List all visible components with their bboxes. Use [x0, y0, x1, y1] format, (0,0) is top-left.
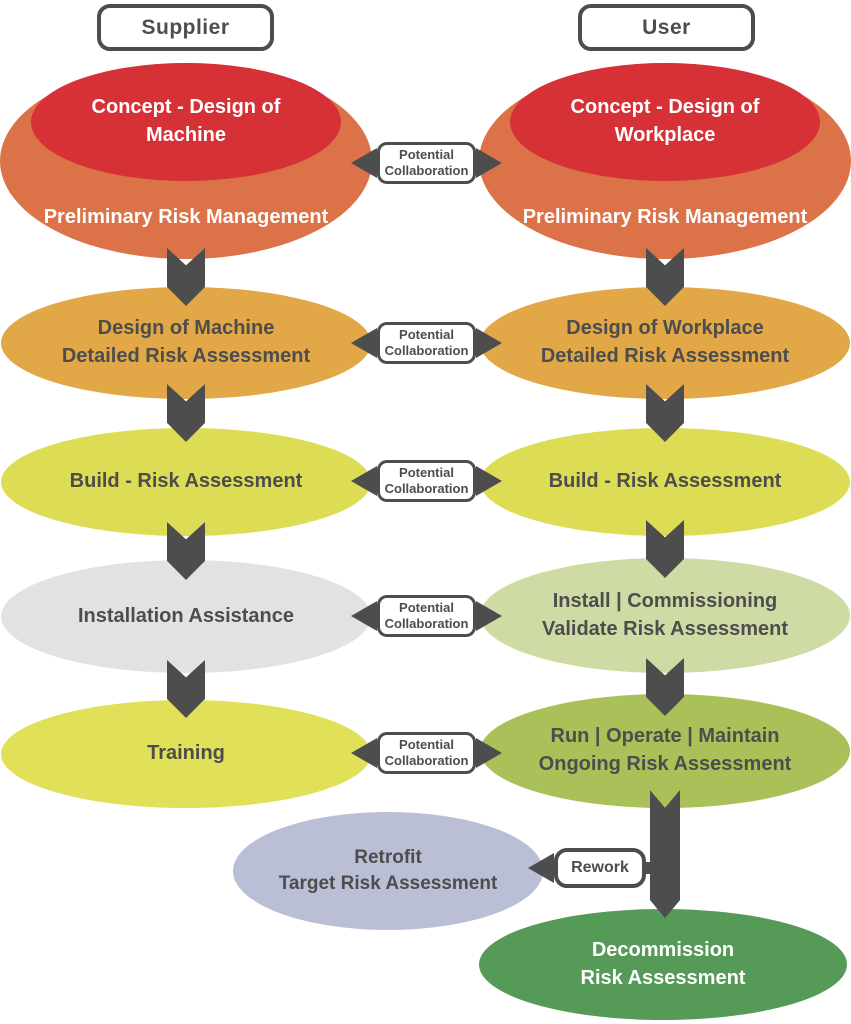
- connector-label-line1: Potential: [399, 465, 454, 481]
- rework-connector: Rework: [528, 848, 660, 888]
- potential-collaboration-connector: Potential Collaboration: [351, 732, 502, 774]
- user-design-line1: Design of Workplace: [566, 317, 764, 340]
- user-concept-inner-ellipse: Concept - Design of Workplace: [510, 63, 820, 181]
- user-stage-design-ellipse: Design of Workplace Detailed Risk Assess…: [480, 287, 850, 399]
- supplier-installation-label: Installation Assistance: [78, 604, 294, 627]
- rework-connector-bar: [646, 862, 660, 874]
- user-concept-title-line2: Workplace: [614, 124, 716, 146]
- connector-label-line2: Collaboration: [384, 481, 469, 496]
- user-stage-build-ellipse: Build - Risk Assessment: [480, 428, 850, 536]
- arrow-left-icon: [351, 738, 377, 768]
- user-install-line2: Validate Risk Assessment: [541, 617, 789, 640]
- retrofit-line2: Target Risk Assessment: [278, 873, 498, 894]
- user-run-line1: Run | Operate | Maintain: [550, 725, 780, 748]
- user-preliminary-risk-label: Preliminary Risk Management: [522, 206, 808, 228]
- arrow-right-icon: [476, 328, 502, 358]
- potential-collaboration-connector: Potential Collaboration: [351, 595, 502, 637]
- arrow-left-icon: [351, 148, 377, 178]
- potential-collaboration-connector: Potential Collaboration: [351, 142, 502, 184]
- potential-collaboration-box: Potential Collaboration: [377, 595, 476, 637]
- connector-label-line2: Collaboration: [384, 616, 469, 631]
- user-build-label: Build - Risk Assessment: [548, 470, 782, 493]
- rework-box: Rework: [554, 848, 646, 888]
- supplier-column-header: Supplier: [97, 4, 274, 51]
- supplier-stage-training-ellipse: Training: [1, 700, 371, 808]
- connector-label-line1: Potential: [399, 327, 454, 343]
- connector-label-line2: Collaboration: [384, 343, 469, 358]
- user-concept-title-line1: Concept - Design of: [570, 96, 760, 119]
- decommission-ellipse: Decommission Risk Assessment: [479, 909, 847, 1020]
- supplier-design-line1: Design of Machine: [97, 317, 275, 340]
- potential-collaboration-box: Potential Collaboration: [377, 460, 476, 502]
- supplier-training-label: Training: [147, 742, 225, 765]
- user-install-line1: Install | Commissioning: [552, 589, 778, 612]
- arrow-left-icon: [351, 328, 377, 358]
- supplier-concept-title-line1: Concept - Design of: [91, 96, 281, 119]
- arrow-right-icon: [476, 466, 502, 496]
- potential-collaboration-box: Potential Collaboration: [377, 142, 476, 184]
- connector-label-line2: Collaboration: [384, 163, 469, 178]
- supplier-concept-inner-ellipse: Concept - Design of Machine: [31, 63, 341, 181]
- arrow-left-icon: [351, 466, 377, 496]
- retrofit-line1: Retrofit: [354, 846, 422, 868]
- arrow-right-icon: [476, 601, 502, 631]
- supplier-preliminary-risk-label: Preliminary Risk Management: [43, 206, 329, 228]
- arrow-left-icon: [528, 853, 554, 883]
- run-to-decommission-arrow-icon: [650, 790, 680, 918]
- supplier-concept-title-line2: Machine: [145, 124, 227, 146]
- supplier-build-label: Build - Risk Assessment: [69, 470, 303, 493]
- decommission-line2: Risk Assessment: [580, 966, 746, 989]
- arrow-left-icon: [351, 601, 377, 631]
- supplier-design-line2: Detailed Risk Assessment: [61, 345, 311, 367]
- arrow-right-icon: [476, 148, 502, 178]
- decommission-line1: Decommission: [591, 938, 735, 961]
- connector-label-line1: Potential: [399, 600, 454, 616]
- user-run-line2: Ongoing Risk Assessment: [538, 753, 792, 775]
- potential-collaboration-box: Potential Collaboration: [377, 322, 476, 364]
- connector-label-line1: Potential: [399, 147, 454, 163]
- connector-label-line1: Potential: [399, 737, 454, 753]
- user-header-label: User: [642, 15, 691, 39]
- connector-label-line2: Collaboration: [384, 753, 469, 768]
- user-stage-install-ellipse: Install | Commissioning Validate Risk As…: [480, 558, 850, 673]
- arrow-right-icon: [476, 738, 502, 768]
- user-column-header: User: [578, 4, 755, 51]
- supplier-stage-build-ellipse: Build - Risk Assessment: [1, 428, 371, 536]
- retrofit-ellipse: Retrofit Target Risk Assessment: [233, 812, 543, 930]
- potential-collaboration-connector: Potential Collaboration: [351, 460, 502, 502]
- supplier-stage-concept-ellipse: Concept - Design of Machine Preliminary …: [0, 63, 372, 259]
- potential-collaboration-connector: Potential Collaboration: [351, 322, 502, 364]
- user-stage-concept-ellipse: Concept - Design of Workplace Preliminar…: [479, 63, 851, 259]
- supplier-header-label: Supplier: [141, 15, 230, 39]
- potential-collaboration-box: Potential Collaboration: [377, 732, 476, 774]
- rework-label: Rework: [571, 859, 629, 876]
- user-design-line2: Detailed Risk Assessment: [540, 345, 790, 367]
